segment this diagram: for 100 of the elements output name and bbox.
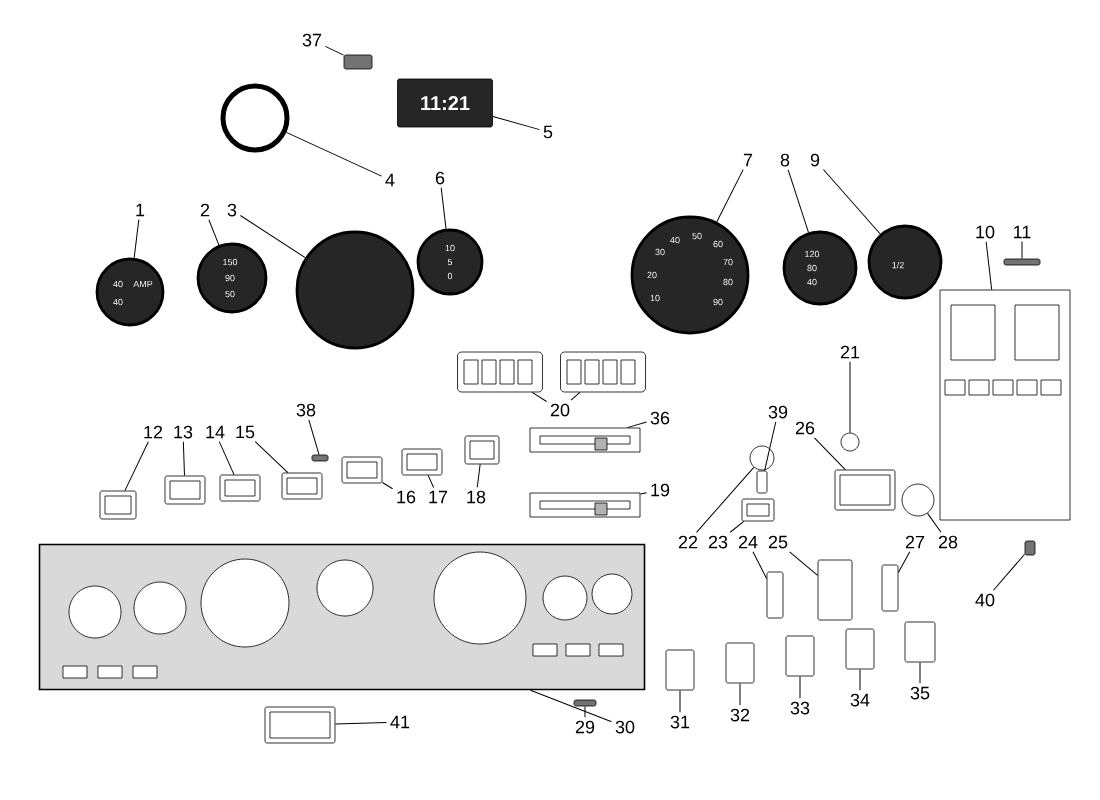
- dial-label: 40: [807, 278, 817, 286]
- callout-number: 1: [136, 203, 145, 217]
- callout-number: 29: [575, 720, 595, 734]
- leader-line: [531, 391, 548, 402]
- dial-label: 80: [723, 278, 733, 286]
- dial-label: 40: [670, 236, 680, 244]
- callout-number: 40: [975, 593, 995, 607]
- leader-line: [752, 551, 768, 579]
- callout-number: 15: [236, 425, 255, 439]
- switch-drawing: [341, 456, 383, 484]
- callout-number: 41: [390, 715, 410, 729]
- switch-drawing: [741, 498, 775, 522]
- leader-line: [739, 682, 741, 706]
- dial-label: 80: [807, 264, 817, 272]
- leader-line: [530, 689, 613, 723]
- callout-number: 30: [615, 720, 635, 734]
- leader-line: [308, 419, 320, 456]
- callout-number: 11: [1014, 225, 1031, 239]
- switch-drawing: [834, 469, 896, 511]
- callout-number: 23: [708, 535, 728, 549]
- dial-label: 150: [223, 258, 238, 266]
- gauge-drawing: [867, 224, 943, 300]
- dial-label: 70: [723, 258, 733, 266]
- leader-line: [124, 441, 149, 492]
- knob-drawing: [901, 483, 935, 517]
- callout-number: 27: [905, 535, 925, 549]
- callout-number: 22: [678, 535, 698, 549]
- dial-label: 120: [805, 250, 820, 258]
- leader-line: [476, 463, 481, 488]
- screw-drawing: [1024, 540, 1036, 556]
- plunger-drawing: [766, 571, 784, 619]
- dial-label: 5: [447, 258, 453, 266]
- dial-label: 1/2: [892, 261, 904, 269]
- leader-line: [859, 668, 861, 691]
- callout-number: 16: [397, 490, 416, 504]
- switch-drawing: [99, 490, 137, 520]
- leader-line: [822, 169, 881, 235]
- leader-line: [218, 441, 235, 476]
- knob-drawing: [840, 432, 860, 452]
- leader-line: [334, 721, 388, 725]
- leader-line: [381, 482, 394, 490]
- switch-drawing: [464, 435, 500, 465]
- dial-label: 30: [655, 248, 665, 256]
- slider-control-drawing: [529, 492, 641, 518]
- shaft-drawing: [756, 470, 768, 494]
- dial-label: 90: [225, 274, 235, 282]
- callout-number: 39: [768, 405, 788, 419]
- callout-number: 33: [790, 701, 810, 715]
- leader-line: [849, 361, 851, 434]
- leader-line: [254, 441, 289, 474]
- callout-number: 13: [174, 425, 193, 439]
- gauge-drawing: [95, 257, 165, 327]
- leader-line: [716, 169, 744, 223]
- dial-label: 0: [447, 272, 453, 280]
- callout-number: 28: [938, 535, 958, 549]
- dial-label: 40: [113, 298, 123, 306]
- callout-number: 31: [670, 715, 690, 729]
- callout-number: 34: [850, 693, 870, 707]
- leader-line: [208, 219, 220, 246]
- callout-number: 25: [768, 535, 788, 549]
- screw-drawing: [311, 454, 329, 462]
- callout-number: 12: [144, 425, 163, 439]
- leader-line: [440, 187, 447, 230]
- relay-drawing: [904, 621, 936, 663]
- bezel-ring-drawing: [220, 83, 290, 153]
- clock-drawing: [397, 78, 493, 128]
- leader-line: [133, 219, 140, 259]
- leader-line: [285, 131, 383, 177]
- callout-number: 3: [227, 203, 237, 217]
- dial-label: 11:21: [421, 96, 470, 110]
- dial-label: 40: [113, 280, 123, 288]
- screw-drawing: [1003, 258, 1041, 266]
- slider-control-drawing: [529, 427, 641, 453]
- dial-label: 10: [445, 244, 455, 252]
- callout-number: 35: [910, 686, 930, 700]
- dial-label: 60: [713, 240, 723, 248]
- gauge-drawing: [196, 242, 268, 314]
- callout-number: 24: [738, 535, 758, 549]
- dial-label: 50: [225, 290, 235, 298]
- plunger-drawing: [881, 564, 899, 612]
- lighter-drawing: [817, 559, 853, 621]
- leader-line: [696, 466, 755, 533]
- leader-line: [927, 512, 942, 533]
- leader-line: [764, 421, 777, 472]
- connector-drawing: [343, 54, 373, 70]
- screw-drawing: [573, 699, 597, 707]
- callout-number: 38: [296, 403, 316, 417]
- callout-number: 19: [651, 483, 670, 497]
- callout-number: 20: [550, 403, 570, 417]
- callout-number: 10: [976, 225, 995, 239]
- leader-line: [639, 492, 648, 495]
- leader-line: [570, 391, 581, 401]
- callout-number: 5: [543, 125, 553, 139]
- switch-drawing: [264, 706, 336, 744]
- callout-number: 9: [810, 153, 820, 167]
- relay-drawing: [845, 628, 875, 670]
- switch-drawing: [164, 475, 206, 505]
- leader-line: [897, 551, 911, 574]
- callout-number: 2: [200, 203, 210, 217]
- gauge-drawing: [782, 230, 858, 306]
